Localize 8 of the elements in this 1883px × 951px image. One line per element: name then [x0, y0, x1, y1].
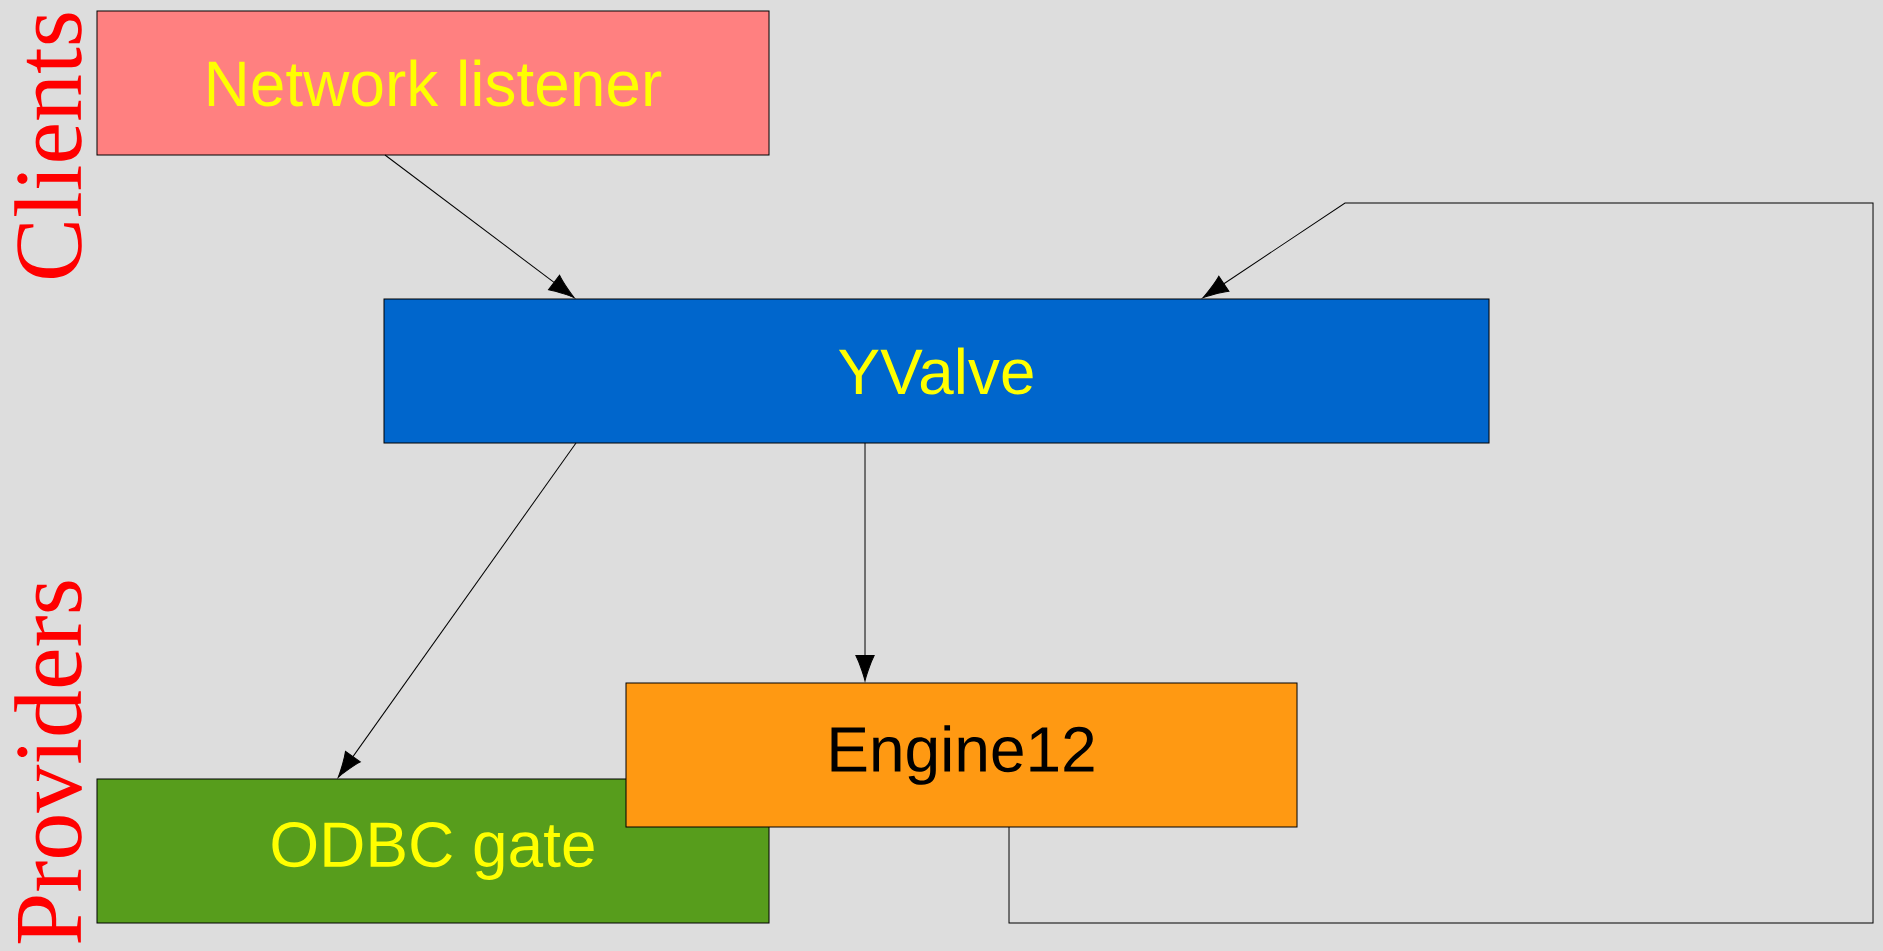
process-box: YValve [383, 298, 1490, 444]
process-box: Engine12 [625, 682, 1298, 828]
arrow [855, 442, 875, 682]
process-box: Network listener [96, 10, 770, 156]
arrow [337, 442, 577, 778]
arrow [384, 154, 575, 299]
process-box: ODBC gate [96, 778, 770, 924]
arrow [1008, 202, 1874, 924]
